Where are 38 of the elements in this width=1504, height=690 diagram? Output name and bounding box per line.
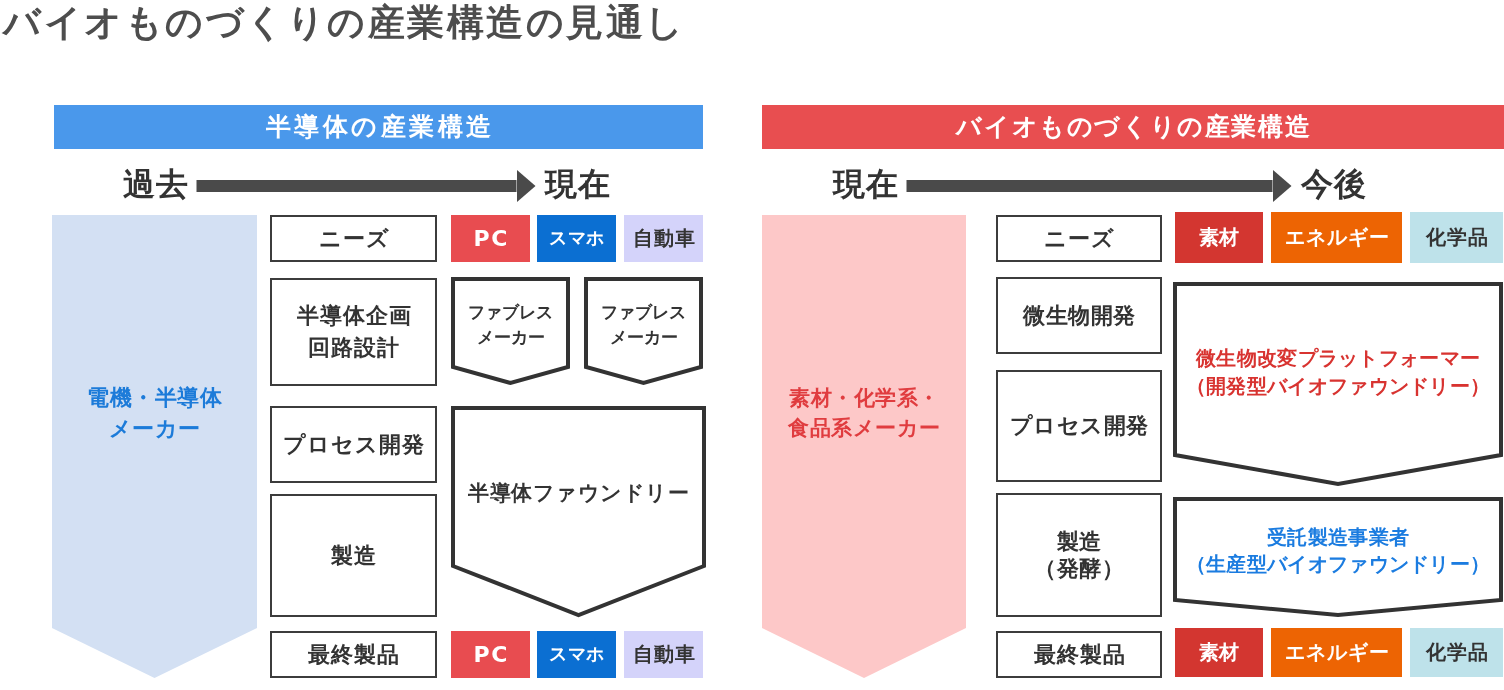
category-tile: スマホ bbox=[537, 631, 616, 678]
step-box: 最終製品 bbox=[270, 631, 437, 678]
step-box: 製造 （発酵） bbox=[996, 493, 1162, 617]
pentagon-box: 微生物改変プラットフォーマー （開発型バイオファウンドリー） bbox=[1173, 282, 1503, 486]
pentagon-box: 受託製造事業者 （生産型バイオファウンドリー） bbox=[1173, 497, 1503, 617]
column-heading: 過去 bbox=[121, 164, 189, 204]
category-tile: 自動車 bbox=[624, 631, 703, 678]
step-box: ニーズ bbox=[996, 215, 1162, 262]
category-tile: 化学品 bbox=[1410, 628, 1503, 677]
column-heading: 現在 bbox=[543, 164, 611, 204]
step-box: ニーズ bbox=[270, 215, 437, 262]
category-tile: 自動車 bbox=[624, 215, 703, 262]
step-box: 製造 bbox=[270, 494, 437, 617]
category-tile: エネルギー bbox=[1271, 628, 1402, 677]
arrow bbox=[196, 169, 536, 203]
category-tile: PC bbox=[451, 631, 530, 678]
category-tile: 化学品 bbox=[1410, 212, 1503, 263]
column-heading: 今後 bbox=[1299, 164, 1367, 204]
category-tile: PC bbox=[451, 215, 530, 262]
category-tile: エネルギー bbox=[1271, 212, 1402, 263]
arrow bbox=[906, 169, 1292, 203]
category-tile: 素材 bbox=[1175, 628, 1263, 677]
pentagon-box: ファブレスメーカー bbox=[584, 277, 703, 385]
pentagon-box: 半導体ファウンドリー bbox=[451, 406, 706, 617]
step-box: プロセス開発 bbox=[270, 406, 437, 483]
chevron-band: 電機・半導体メーカー bbox=[52, 215, 257, 678]
chevron-band: 素材・化学系・食品系メーカー bbox=[762, 215, 966, 678]
header-band: バイオものづくりの産業構造 bbox=[762, 105, 1504, 149]
title: バイオものづくりの産業構造の見通し bbox=[3, 0, 686, 46]
category-tile: スマホ bbox=[537, 215, 616, 262]
column-heading: 現在 bbox=[831, 164, 899, 204]
step-box: 半導体企画 回路設計 bbox=[270, 278, 437, 386]
pentagon-box: ファブレスメーカー bbox=[451, 277, 570, 385]
category-tile: 素材 bbox=[1175, 212, 1263, 263]
step-box: 最終製品 bbox=[996, 631, 1162, 678]
header-band: 半導体の産業構造 bbox=[54, 105, 703, 149]
step-box: プロセス開発 bbox=[996, 370, 1162, 482]
step-box: 微生物開発 bbox=[996, 277, 1162, 354]
